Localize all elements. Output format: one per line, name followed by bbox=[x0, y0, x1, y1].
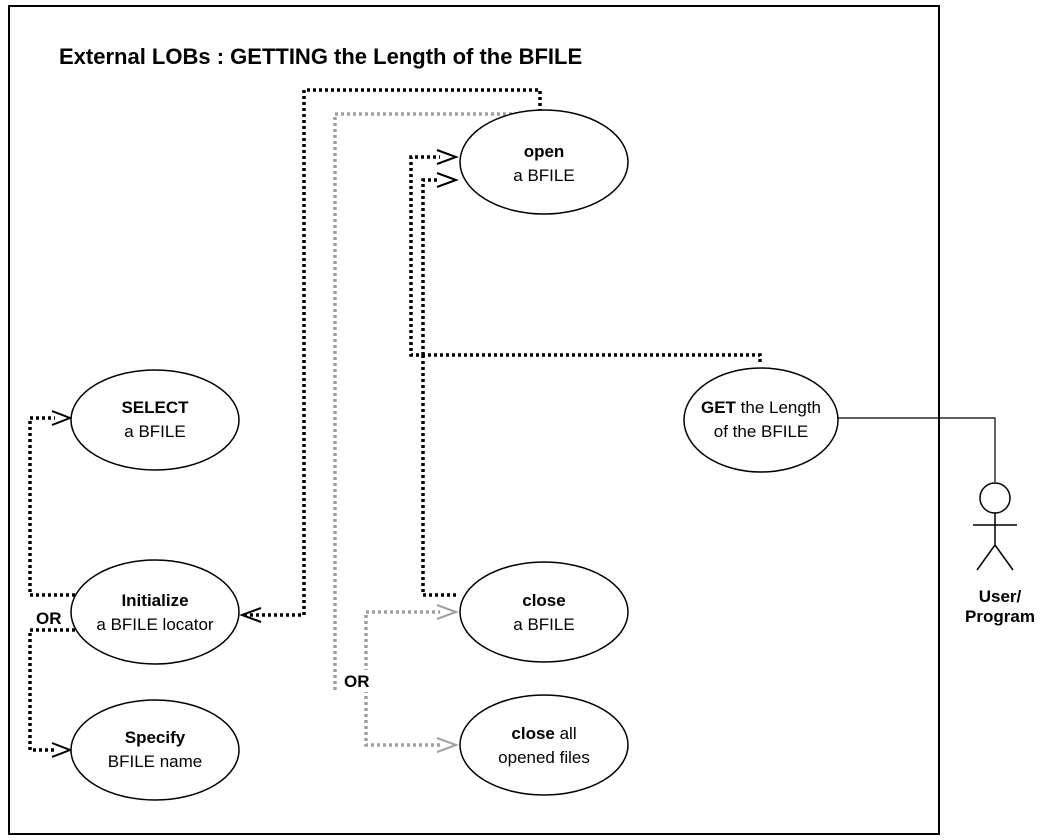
close-all-sublabel: opened files bbox=[498, 748, 590, 767]
actor-right-leg bbox=[994, 544, 1014, 571]
get-sublabel: of the BFILE bbox=[714, 422, 809, 441]
connector-or-close bbox=[364, 610, 440, 690]
svg-text:SELECT: SELECT bbox=[121, 398, 189, 417]
or-label-middle: OR bbox=[344, 672, 370, 691]
close-label: close bbox=[522, 591, 565, 610]
connector-initialize-select bbox=[28, 416, 75, 597]
use-case-close[interactable]: close a BFILE bbox=[459, 561, 629, 663]
svg-text:Specify: Specify bbox=[125, 728, 186, 747]
or-middle-bg bbox=[341, 670, 375, 692]
or-label-left: OR bbox=[36, 609, 62, 628]
connector-get-actor bbox=[838, 417, 996, 482]
close-all-label: close bbox=[511, 724, 554, 743]
svg-text:GET the Length: GET the Length bbox=[701, 398, 821, 417]
diagram-title: External LOBs : GETTING the Length of th… bbox=[59, 44, 582, 69]
open-label: open bbox=[524, 142, 565, 161]
arrowhead-close bbox=[436, 604, 459, 620]
arrowhead-open-1 bbox=[436, 149, 459, 165]
use-case-select[interactable]: SELECT a BFILE bbox=[70, 369, 240, 471]
actor-figure bbox=[973, 482, 1017, 571]
svg-text:open: open bbox=[524, 142, 565, 161]
specify-sublabel: BFILE name bbox=[108, 752, 203, 771]
close-sublabel: a BFILE bbox=[513, 615, 574, 634]
arrowhead-open-2 bbox=[436, 172, 459, 188]
connector-get-open-2 bbox=[421, 178, 440, 355]
select-label: SELECT bbox=[121, 398, 189, 417]
diagram-frame bbox=[8, 5, 940, 835]
svg-text:close all: close all bbox=[511, 724, 576, 743]
arrowhead-initialize bbox=[239, 607, 262, 623]
svg-text:Initialize: Initialize bbox=[121, 591, 188, 610]
use-case-close-all[interactable]: close all opened files bbox=[459, 694, 629, 796]
use-case-initialize[interactable]: Initialize a BFILE locator bbox=[70, 559, 240, 665]
actor-left-leg bbox=[976, 544, 996, 571]
get-label: GET bbox=[701, 398, 737, 417]
arrowhead-specify bbox=[51, 742, 73, 758]
connector-get-open-1 bbox=[409, 155, 762, 362]
specify-label: Specify bbox=[125, 728, 186, 747]
connector-optional-open bbox=[333, 112, 528, 690]
actor-label-line1: User/ bbox=[979, 587, 1022, 606]
connector-get-close bbox=[421, 355, 459, 597]
connector-initialize-specify bbox=[28, 628, 75, 752]
use-case-specify[interactable]: Specify BFILE name bbox=[70, 699, 240, 801]
arrowhead-select bbox=[51, 410, 73, 426]
or-left-bg bbox=[34, 606, 66, 628]
actor-head bbox=[979, 482, 1011, 514]
arrowhead-close-all bbox=[436, 737, 459, 753]
svg-text:close: close bbox=[522, 591, 565, 610]
connector-initialize-open bbox=[244, 88, 542, 617]
initialize-sublabel: a BFILE locator bbox=[96, 615, 214, 634]
actor-label-line2: Program bbox=[965, 607, 1035, 626]
use-case-open[interactable]: open a BFILE bbox=[459, 109, 629, 215]
initialize-label: Initialize bbox=[121, 591, 188, 610]
use-case-get-length[interactable]: GET the Length of the BFILE bbox=[683, 367, 839, 473]
open-sublabel: a BFILE bbox=[513, 166, 574, 185]
select-sublabel: a BFILE bbox=[124, 422, 185, 441]
connector-or-close-all bbox=[364, 690, 440, 747]
